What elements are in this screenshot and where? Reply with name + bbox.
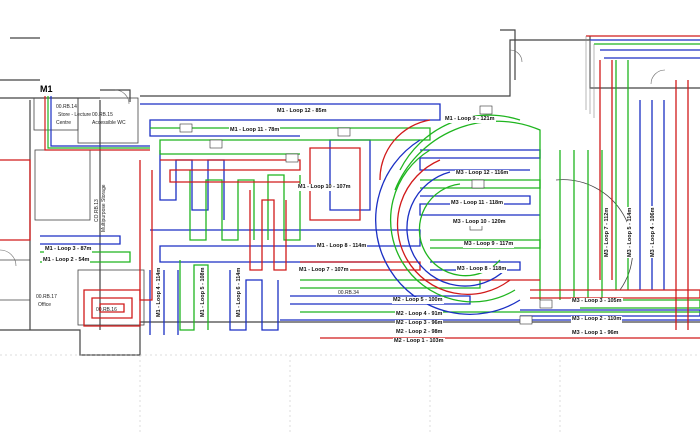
loop-label: M1 - Loop 2 - 54m	[42, 257, 91, 264]
loop-label: M1 - Loop 8 - 114m	[316, 243, 368, 250]
manifold-label: M1	[40, 84, 53, 94]
loop-label: M3 - Loop 3 - 105m	[571, 298, 623, 305]
loop-label: M3 - Loop 7 - 112m	[604, 206, 611, 258]
room-number: 00.RB.34	[338, 290, 359, 296]
manifold-boxes	[179, 105, 553, 325]
loop-label: M1 - Loop 3 - 87m	[44, 246, 93, 253]
loop-label: M2 - Loop 2 - 98m	[395, 329, 444, 336]
loop-label: M1 - Loop 11 - 78m	[229, 127, 281, 134]
room-number: 00.RB.14	[56, 104, 77, 110]
loop-label: M1 - Loop 5 - 108m	[200, 266, 207, 318]
loop-label: M3 - Loop 2 - 110m	[571, 316, 623, 323]
loop-label: M1 - Loop 9 - 121m	[444, 116, 496, 123]
room-number: 00.RB.17	[36, 294, 57, 300]
feed-pipes	[44, 35, 700, 151]
loop-label: M2 - Loop 1 - 103m	[393, 338, 445, 345]
heating-loops-blue	[40, 49, 700, 335]
loop-label: M1 - Loop 12 - 85m	[276, 108, 328, 115]
room-number: 00.RB.15	[92, 112, 113, 118]
room-name: Office	[38, 302, 51, 308]
loop-label: M3 - Loop 9 - 117m	[463, 241, 515, 248]
loop-label: M2 - Loop 3 - 96m	[395, 320, 444, 327]
loop-label: M3 - Loop 4 - 106m	[650, 206, 657, 258]
heating-loops-green	[40, 60, 700, 331]
room-name: Centre	[56, 120, 72, 126]
loop-label: M1 - Loop 6 - 114m	[236, 266, 243, 318]
loop-label: M2 - Loop 4 - 91m	[395, 311, 444, 318]
loop-label: M3 - Loop 10 - 120m	[452, 219, 507, 226]
room-name: Store - Lecture	[58, 112, 92, 118]
loop-label: M1 - Loop 10 - 107m	[297, 184, 352, 191]
loop-label: M3 - Loop 5 - 114m	[627, 206, 634, 258]
loop-label: M3 - Loop 11 - 118m	[450, 200, 504, 207]
loop-label: M3 - Loop 1 - 96m	[571, 330, 620, 337]
circular-feature-loops	[375, 139, 521, 315]
loop-label: M2 - Loop 5 - 100m	[392, 297, 444, 304]
room-number: CO.RB.13	[94, 199, 100, 222]
door-swings	[0, 49, 666, 267]
grid-lines	[0, 354, 700, 435]
loop-label: M3 - Loop 12 - 116m	[455, 170, 510, 177]
loop-label: M1 - Loop 7 - 107m	[298, 267, 350, 274]
loop-label: M3 - Loop 8 - 118m	[456, 266, 508, 273]
building-walls	[0, 29, 700, 356]
room-name: Multipurpose Storage	[101, 184, 107, 232]
room-number: 00.RB.16	[96, 307, 117, 313]
loop-label: M1 - Loop 4 - 114m	[156, 266, 163, 318]
room-name: Accessible WC	[92, 120, 126, 126]
